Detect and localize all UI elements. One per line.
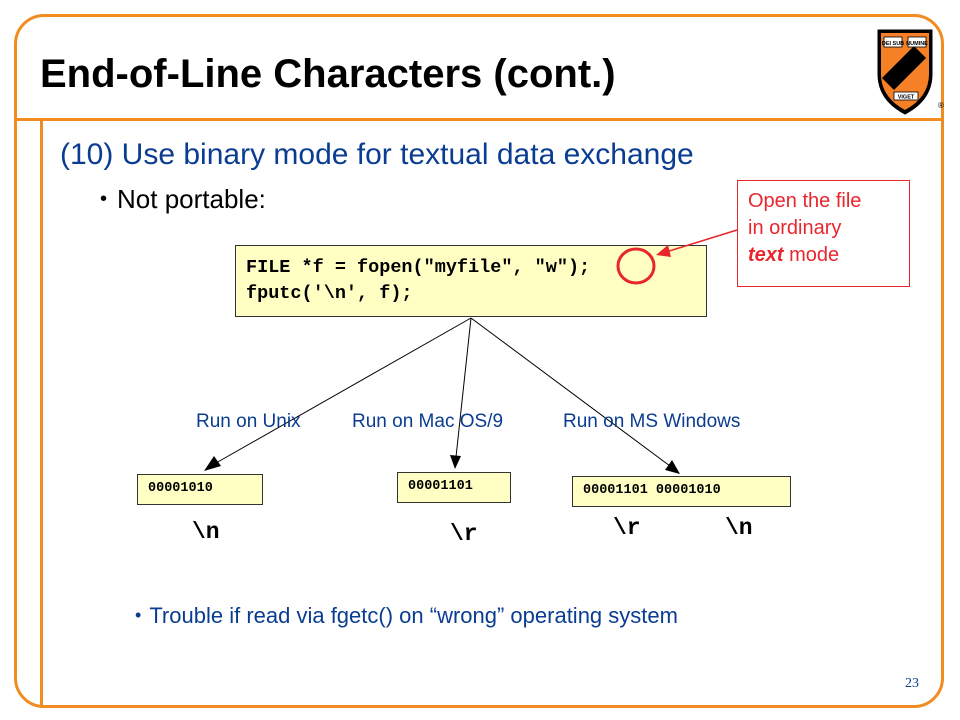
shield-chevron (882, 46, 926, 90)
unix-newline-escape: \n (192, 519, 220, 545)
windows-byte-box: 00001101 00001010 (572, 476, 791, 507)
callout-line-3: text mode (748, 242, 899, 269)
callout-line-1: Open the file (748, 190, 862, 212)
code-line-2: fputc('\n', f); (246, 283, 413, 304)
callout-line-3-rest: mode (783, 244, 840, 266)
callout-emphasis: text (748, 244, 784, 266)
trouble-bullet: • Trouble if read via fgetc() on “wrong” … (135, 603, 678, 629)
run-windows-label: Run on MS Windows (563, 411, 741, 432)
slide-frame (14, 14, 944, 708)
trouble-bullet-text: Trouble if read via fgetc() on “wrong” o… (149, 603, 678, 628)
windows-newline-escape: \n (725, 515, 753, 541)
unix-byte-box: 00001010 (137, 474, 263, 505)
callout-line-2: in ordinary (748, 217, 842, 239)
windows-return-escape: \r (613, 515, 641, 541)
shield-banner-bottom: VIGET (898, 95, 915, 101)
shield-banner-left: DEI SUB (882, 41, 904, 47)
page-number: 23 (905, 676, 919, 691)
not-portable-bullet: • Not portable: (100, 184, 266, 215)
code-line-1: FILE *f = fopen("myfile", "w"); (246, 257, 591, 278)
callout-box: Open the file in ordinary text mode (737, 180, 910, 287)
run-mac-label: Run on Mac OS/9 (352, 411, 504, 432)
section-heading: (10) Use binary mode for textual data ex… (60, 138, 694, 171)
bullet-icon: • (135, 605, 142, 625)
title-divider (14, 118, 944, 121)
bullet-icon: • (100, 188, 108, 210)
princeton-shield-logo: DEI SUB NUMINE VIGET ® (877, 29, 944, 115)
run-unix-label: Run on Unix (196, 411, 301, 432)
code-box: FILE *f = fopen("myfile", "w"); fputc('\n… (235, 245, 707, 317)
left-margin-rule (40, 118, 43, 708)
svg-text:®: ® (938, 101, 944, 110)
mac-return-escape: \r (450, 521, 478, 547)
bullet-text: Not portable: (117, 184, 266, 214)
shield-banner-right: NUMINE (906, 41, 928, 47)
mac-byte-box: 00001101 (397, 472, 511, 503)
slide-title: End-of-Line Characters (cont.) (40, 52, 616, 96)
